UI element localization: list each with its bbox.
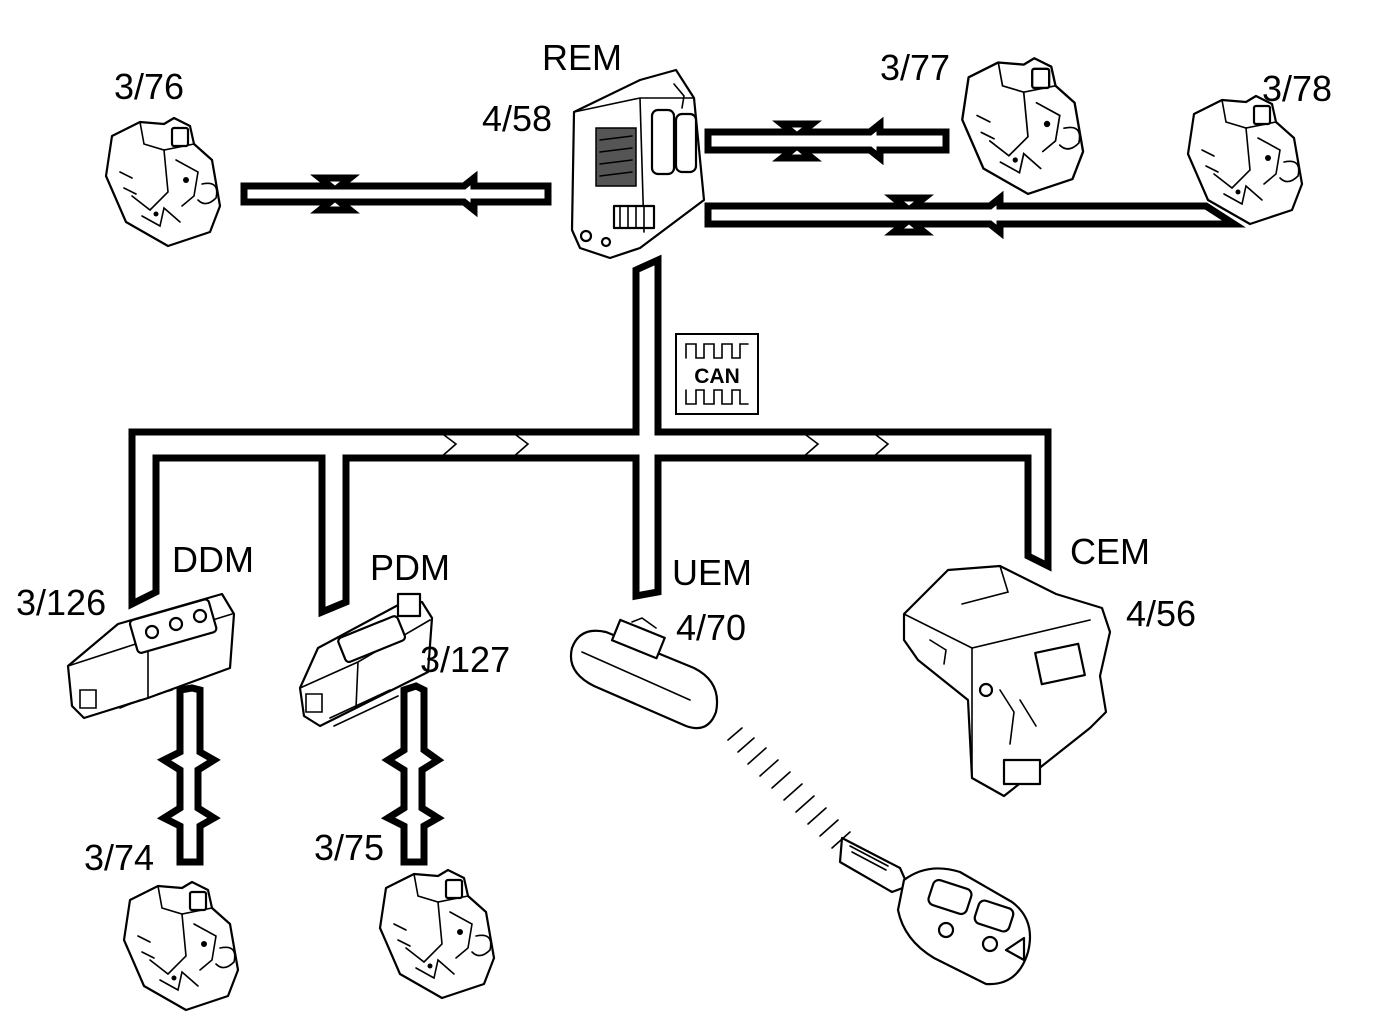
lock-3-74-label: 3/74 [84,837,154,878]
wireless-signal-waves [727,727,851,849]
uem-mirror-image [569,617,719,730]
lock-3-77-label: 3/77 [880,47,950,88]
lock-3-75-label: 3/75 [314,827,384,868]
rem-module-image [570,68,706,260]
cem-label: CEM [1070,531,1150,572]
door-lock-3-77-image [961,57,1085,196]
link-rem-3-77 [704,116,950,166]
uem-label: UEM [672,552,752,593]
lock-3-76-label: 3/76 [114,66,184,107]
pdm-id-label: 3/127 [420,639,510,680]
can-bus-symbol: CAN [675,333,759,415]
link-3-76-rem [240,170,552,218]
cem-module-image [902,564,1112,798]
lock-3-78-label: 3/78 [1262,68,1332,109]
link-3-126-3-74 [156,684,221,866]
link-rem-3-78 [704,190,1246,240]
cem-id-label: 4/56 [1126,593,1196,634]
rem-id-label: 4/58 [482,98,552,139]
ddm-id-label: 3/126 [16,582,106,623]
remote-key-image [838,836,1032,986]
link-3-127-3-75 [380,682,445,866]
pdm-label: PDM [370,547,450,588]
door-lock-3-76-image [104,116,222,248]
can-bus-trunk [128,254,1052,618]
uem-id-label: 4/70 [676,607,746,648]
door-lock-3-75-image [378,868,496,1000]
rem-label: REM [542,37,622,78]
ddm-label: DDM [172,539,254,580]
can-label: CAN [694,365,740,388]
ddm-switch-panel-image [66,592,236,720]
pdm-switch-panel-image [298,592,434,728]
door-lock-3-74-image [122,880,240,1012]
